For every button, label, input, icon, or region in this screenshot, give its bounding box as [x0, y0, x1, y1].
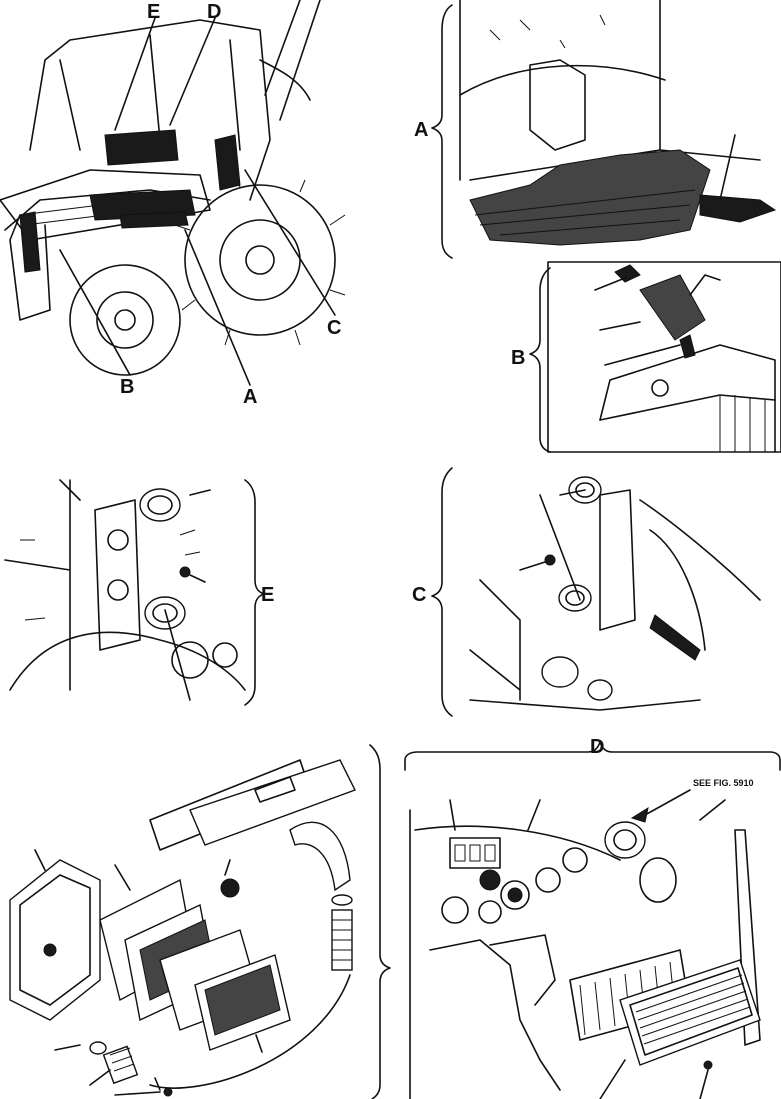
overview-label-e: E [147, 1, 160, 23]
detail-b-label: B [511, 347, 525, 369]
overview-label-d: D [207, 1, 221, 23]
overview-machine-view [0, 0, 346, 386]
see-figure-reference: SEE FIG. 5910 [693, 778, 754, 788]
exploded-vent-assembly [9, 744, 391, 1099]
detail-d-dashboard-vent [404, 741, 781, 1099]
detail-d-label: D [590, 736, 604, 758]
detail-b-radiator-filter [529, 261, 781, 453]
detail-e-pillar-grommets [4, 479, 265, 706]
overview-label-a: A [243, 386, 257, 408]
detail-a-label: A [414, 119, 428, 141]
overview-label-b: B [120, 376, 134, 398]
overview-label-c: C [327, 317, 341, 339]
detail-a-floor-mat [431, 0, 777, 259]
detail-c-rear-pillar [431, 467, 761, 717]
detail-c-label: C [412, 584, 426, 606]
detail-e-label: E [261, 584, 274, 606]
